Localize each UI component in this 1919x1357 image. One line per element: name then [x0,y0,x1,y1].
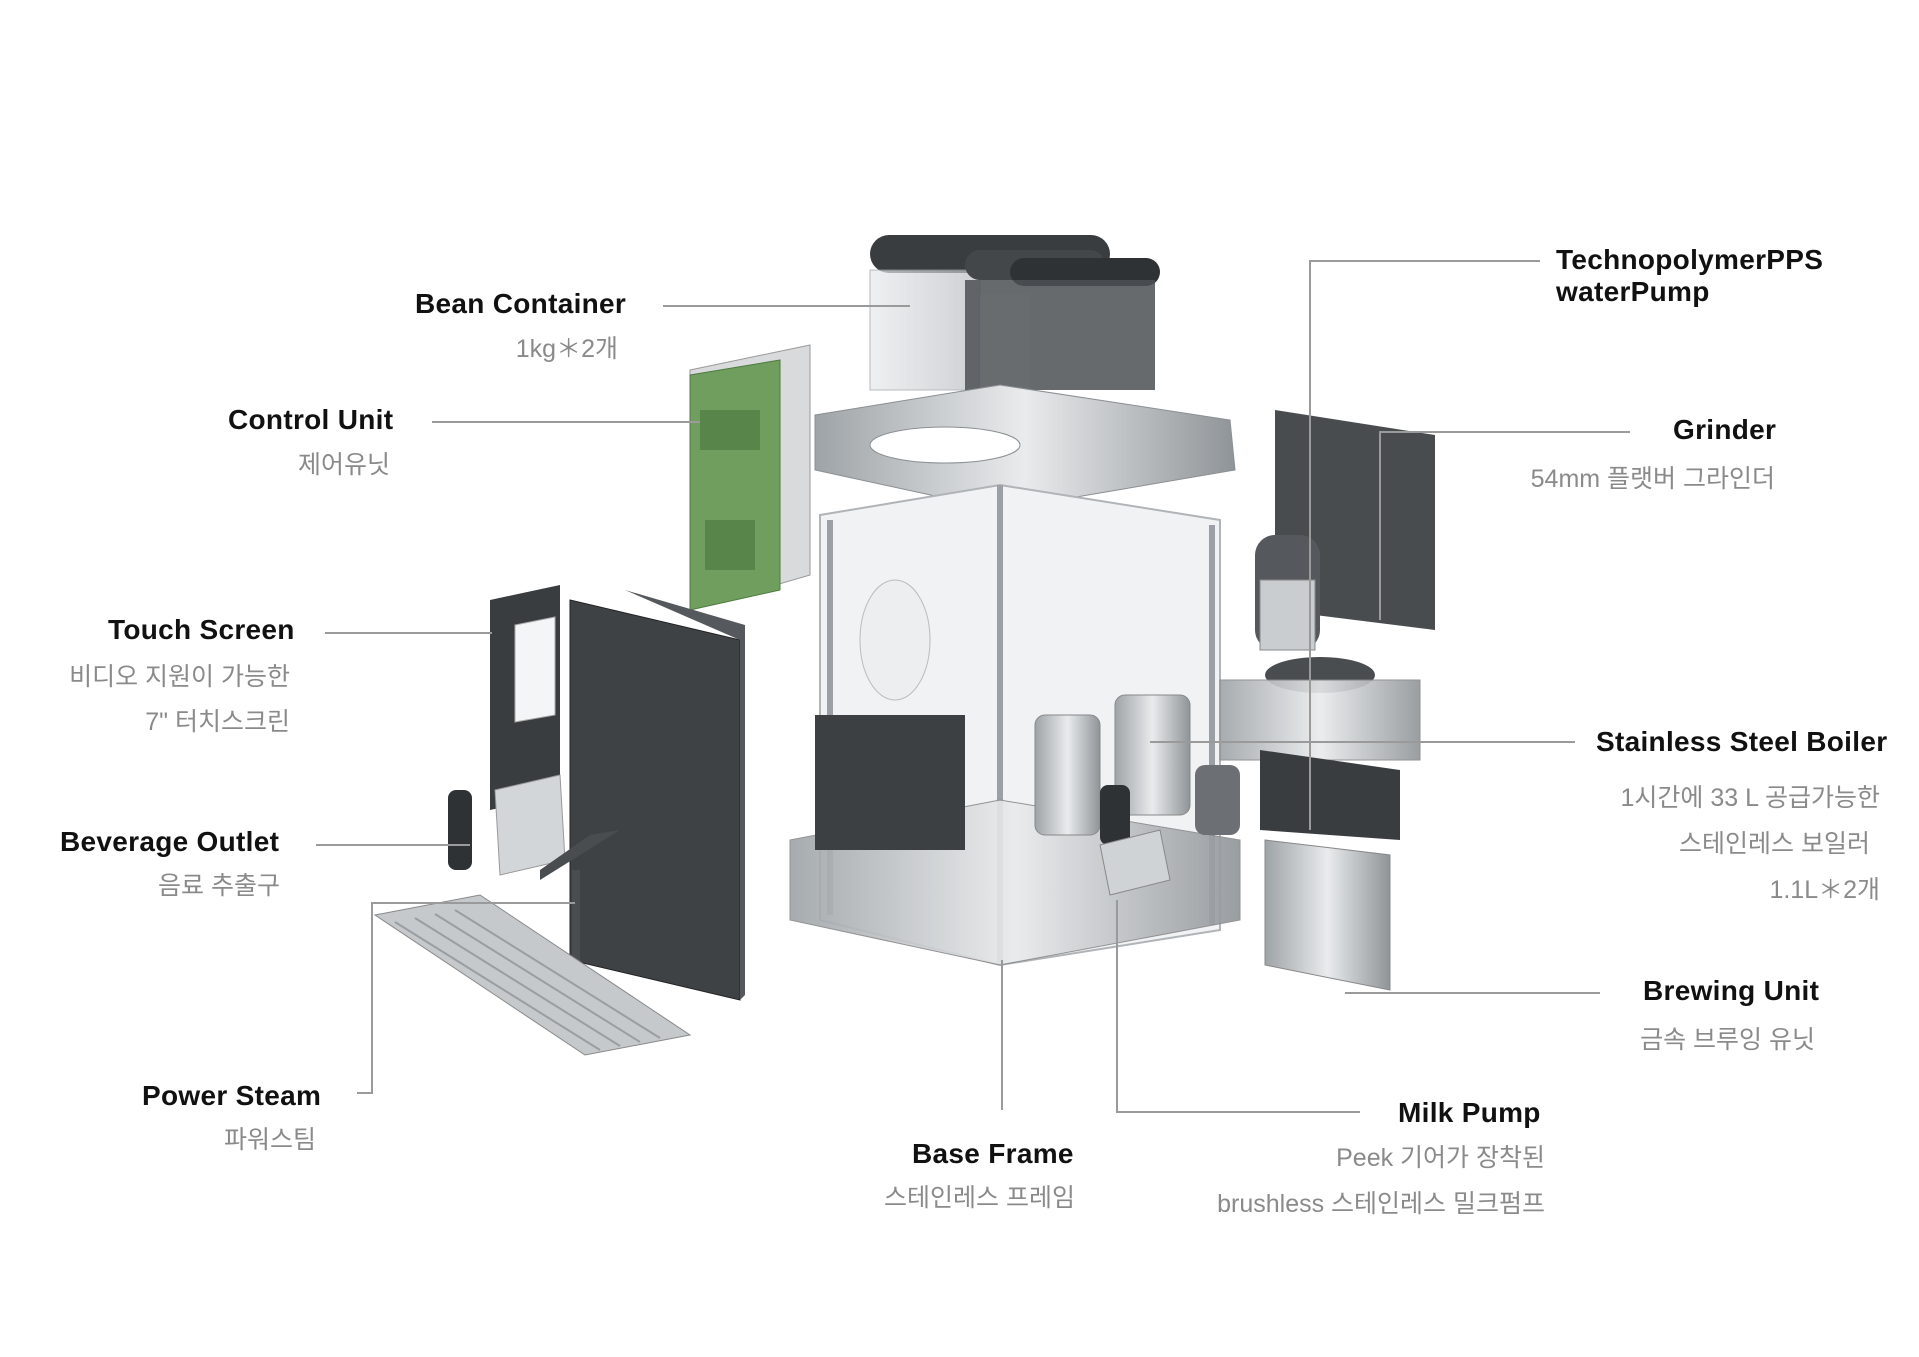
base-frame-title: Base Frame [912,1138,1074,1169]
boiler-sub-3: 1.1L＊2개 [1769,876,1880,904]
boiler-sub-2: 스테인레스 보일러 [1679,830,1870,858]
grinder-title: Grinder [1673,414,1777,445]
power-steam-title: Power Steam [142,1080,322,1111]
label-touch-screen: Touch Screen [108,614,295,646]
leader-lines [316,260,1630,1113]
milk-pump-title: Milk Pump [1398,1097,1541,1128]
touch-screen-part [490,585,560,810]
brewing-unit-title: Brewing Unit [1643,975,1820,1006]
water-pump-title-1: TechnopolymerPPS [1556,244,1824,275]
power-steam-sub: 파워스팀 [223,1126,316,1154]
control-unit-title: Control Unit [228,404,394,435]
drip-tray-part [373,894,692,1056]
bean-container-title: Bean Container [415,288,627,319]
label-milk-pump: Milk Pump [1398,1097,1541,1129]
touch-screen-title: Touch Screen [108,614,295,645]
brewing-unit-sub: 금속 브루잉 유닛 [1640,1026,1815,1054]
label-water-pump: TechnopolymerPPS waterPump [1556,244,1823,308]
label-brewing-unit: Brewing Unit [1643,975,1819,1007]
water-pump-title-2: waterPump [1556,276,1710,307]
beverage-outlet-sub: 음료 추출구 [158,872,280,900]
brewing-unit-part [1195,750,1400,991]
boiler-title: Stainless Steel Boiler [1596,726,1888,757]
milk-pump-part [1099,785,1171,896]
label-power-steam: Power Steam [142,1080,321,1112]
control-unit-part [689,344,811,611]
beverage-outlet-title: Beverage Outlet [60,826,280,857]
touch-screen-sub-1: 비디오 지원이 가능한 [69,663,290,691]
base-frame-sub: 스테인레스 프레임 [884,1184,1075,1212]
label-beverage-outlet: Beverage Outlet [60,826,279,858]
label-bean-container: Bean Container [415,288,626,320]
milk-pump-sub-2: brushless 스테인레스 밀크펌프 [1217,1190,1545,1218]
grinder-part [1219,535,1421,761]
beverage-outlet-part [448,774,620,1030]
boiler-part [1034,694,1191,836]
bean-container-part [869,235,1160,395]
grinder-sub: 54mm 플랫버 그라인더 [1530,465,1775,493]
milk-pump-sub-1: Peek 기어가 장착된 [1336,1144,1545,1172]
label-base-frame: Base Frame [912,1138,1074,1170]
front-door-part [569,590,745,1001]
label-grinder: Grinder [1673,414,1776,446]
label-control-unit: Control Unit [228,404,393,436]
control-unit-sub: 제어유닛 [297,451,390,479]
bean-container-sub: 1kg＊2개 [515,335,618,363]
label-boiler: Stainless Steel Boiler [1596,726,1887,758]
touch-screen-sub-2: 7" 터치스크린 [145,708,290,736]
boiler-sub-1: 1시간에 33 L 공급가능한 [1620,784,1880,812]
